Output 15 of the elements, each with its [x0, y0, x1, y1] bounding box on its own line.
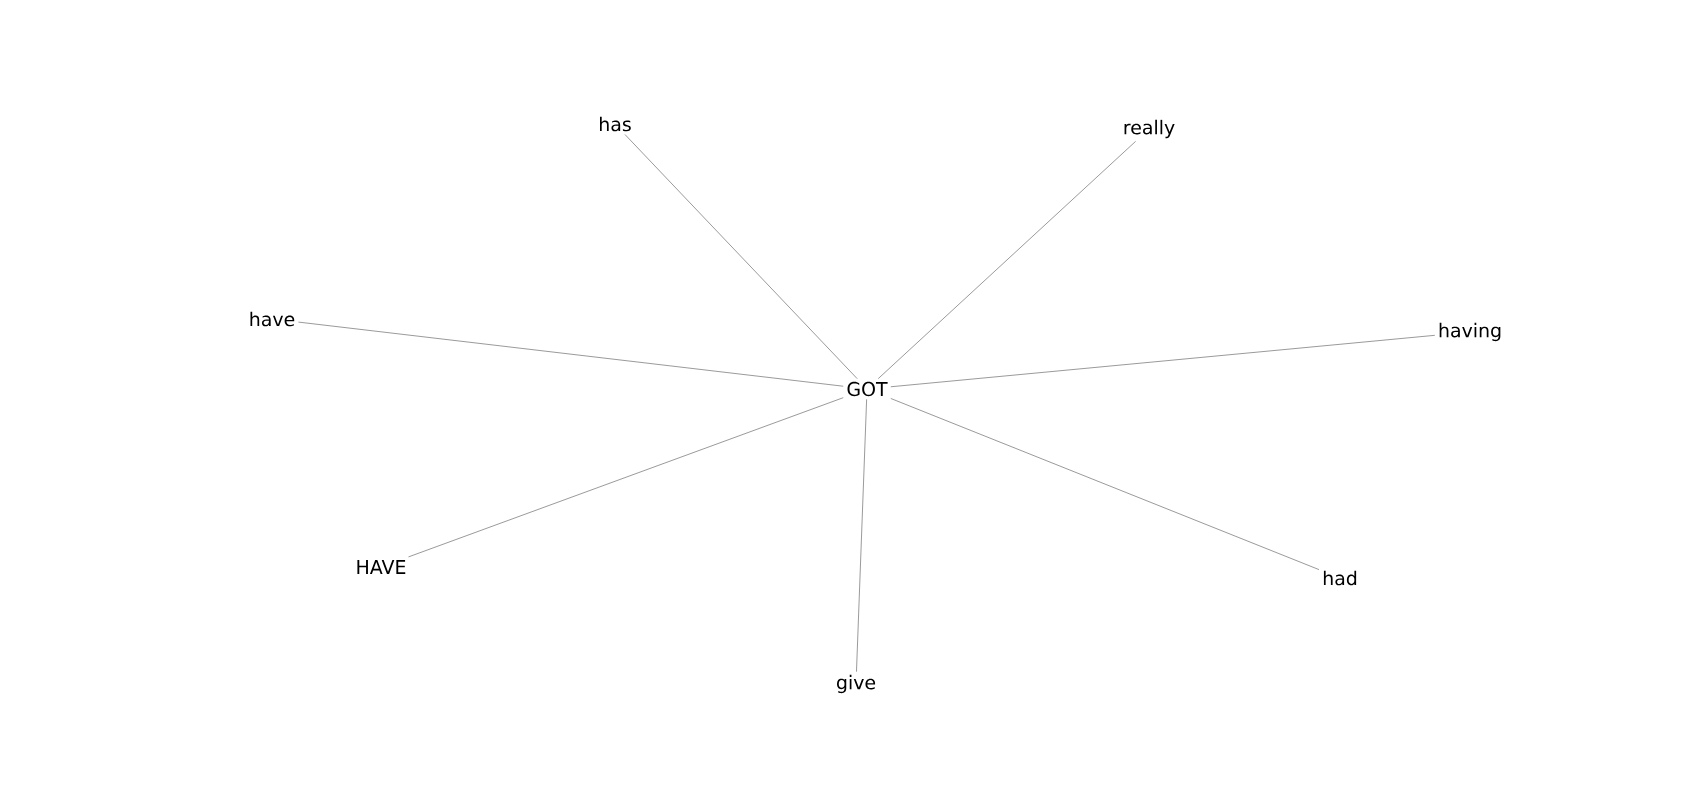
word-label: have — [250, 311, 295, 327]
word-label: has — [600, 116, 631, 132]
word-label: had — [1323, 570, 1357, 586]
connector-line — [624, 134, 858, 380]
connector-line — [408, 397, 844, 558]
word-label: having — [1439, 322, 1501, 342]
connector-line — [890, 398, 1320, 570]
word-label: HAVE — [357, 560, 406, 574]
word-label: really — [1124, 119, 1175, 139]
word-label: GOT — [847, 381, 888, 397]
connector-line — [298, 321, 844, 387]
connector-line — [877, 140, 1137, 380]
connector-line — [890, 334, 1436, 388]
word-label: give — [837, 674, 876, 694]
connector-line — [856, 398, 868, 673]
